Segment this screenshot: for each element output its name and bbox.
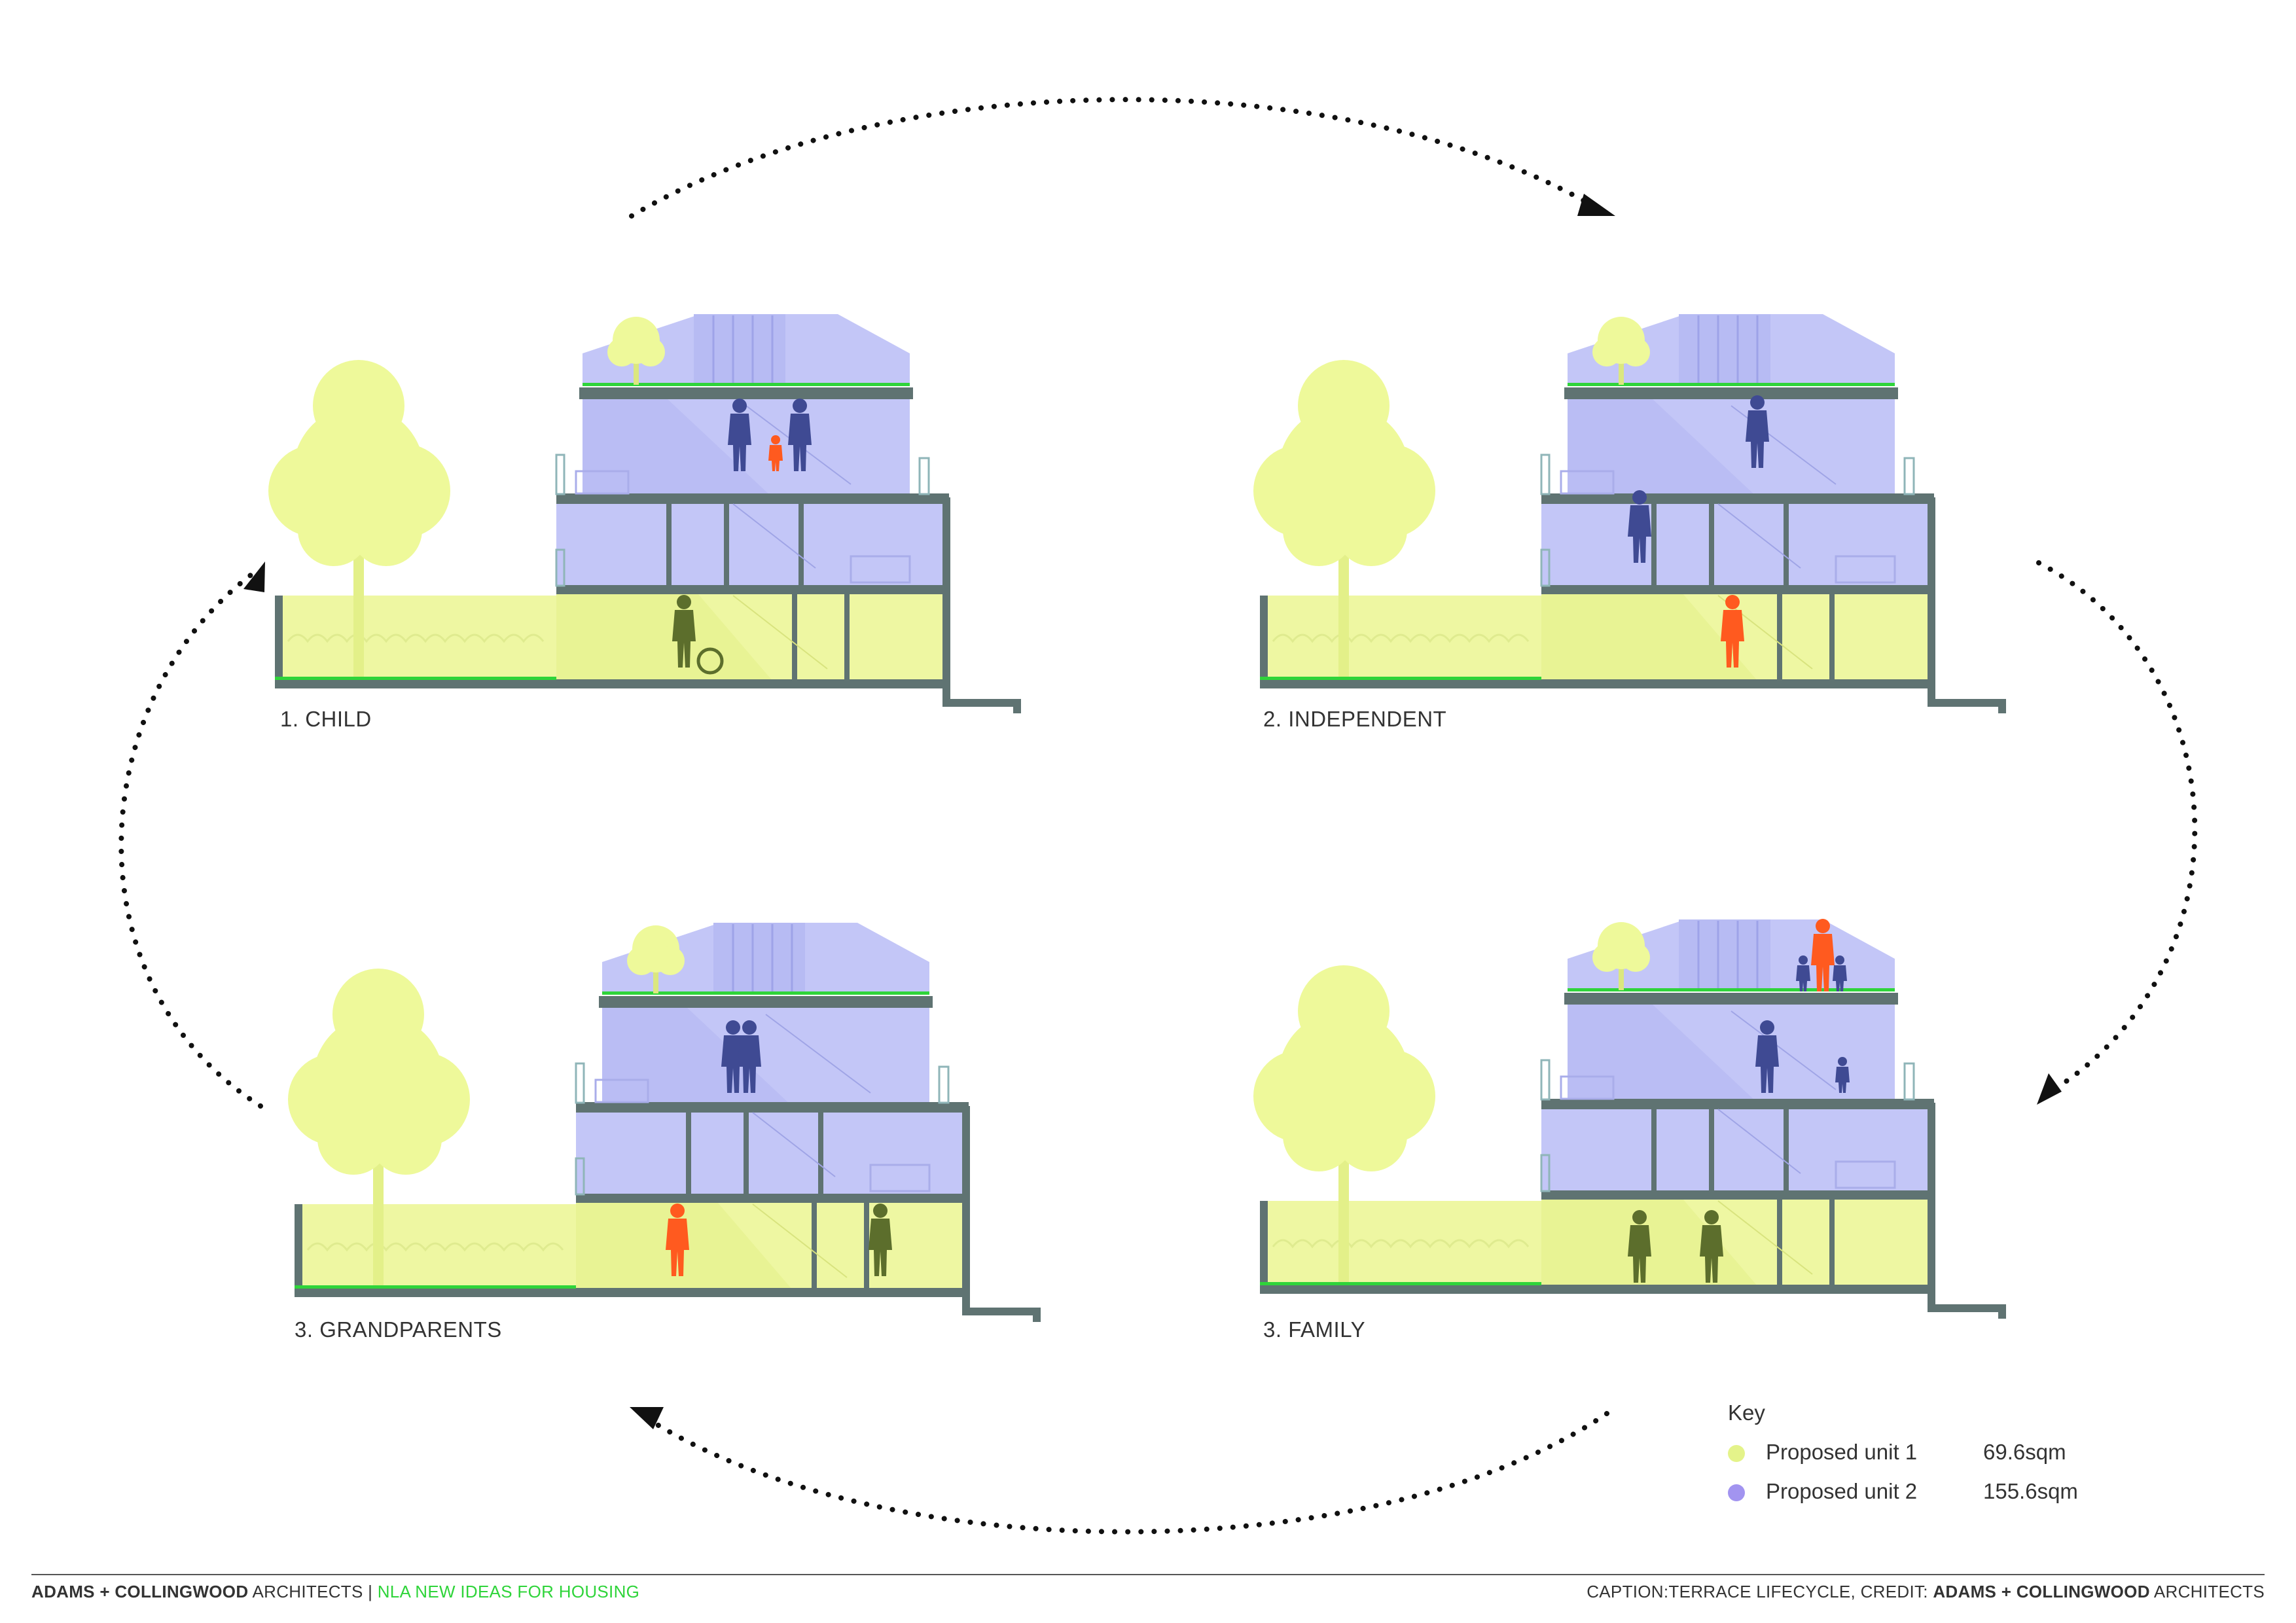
arrow-independent-to-family xyxy=(2036,560,2198,1096)
legend-name-unit-1: Proposed unit 1 xyxy=(1766,1440,1918,1464)
house-section-child xyxy=(267,313,1022,715)
footer-caption-right: CAPTION:TERRACE LIFECYCLE, CREDIT: ADAMS… xyxy=(1587,1582,2265,1602)
legend-swatch-unit-1 xyxy=(1728,1445,1745,1462)
footer-firm-name: ADAMS + COLLINGWOOD xyxy=(31,1582,249,1601)
footer-firm-suffix: ARCHITECTS | xyxy=(248,1582,378,1601)
arrow-grandparents-to-child xyxy=(118,567,263,1109)
arrowhead-2 xyxy=(2037,1073,2062,1105)
arrow-family-to-grandparents xyxy=(642,1411,1609,1535)
stage-label-grandparents: 3. GRANDPARENTS xyxy=(295,1317,502,1342)
footer-caption: CAPTION:TERRACE LIFECYCLE, CREDIT: xyxy=(1587,1582,1933,1601)
legend-name-unit-2: Proposed unit 2 xyxy=(1766,1479,1918,1503)
arrowhead-1 xyxy=(1577,194,1615,216)
footer-project-name: NLA NEW IDEAS FOR HOUSING xyxy=(377,1582,640,1601)
arrowheads xyxy=(243,194,2062,1429)
house-section-grandparents xyxy=(287,921,1042,1323)
arrow-child-to-independent xyxy=(629,97,1600,219)
legend-swatch-unit-2 xyxy=(1728,1484,1745,1501)
cycle-arrows xyxy=(118,97,2198,1535)
legend-title: Key xyxy=(1728,1400,1765,1425)
stage-label-child: 1. CHILD xyxy=(280,707,372,731)
footer-divider xyxy=(31,1574,2265,1575)
legend-area-unit-2: 155.6sqm xyxy=(1983,1479,2078,1503)
footer-credit-firm: ADAMS + COLLINGWOOD xyxy=(1933,1582,2150,1601)
house-section-family xyxy=(1252,918,2007,1320)
stage-label-independent: 2. INDEPENDENT xyxy=(1263,707,1447,731)
arrowhead-4 xyxy=(243,562,265,592)
wheelchair xyxy=(696,647,724,675)
footer-credit-left: ADAMS + COLLINGWOOD ARCHITECTS | NLA NEW… xyxy=(31,1582,639,1602)
stage-label-family: 3. FAMILY xyxy=(1263,1317,1366,1342)
arrowhead-3 xyxy=(630,1407,664,1429)
legend-area-unit-1: 69.6sqm xyxy=(1983,1440,2066,1464)
footer-credit-suffix: ARCHITECTS xyxy=(2149,1582,2265,1601)
house-section-independent xyxy=(1252,313,2007,715)
